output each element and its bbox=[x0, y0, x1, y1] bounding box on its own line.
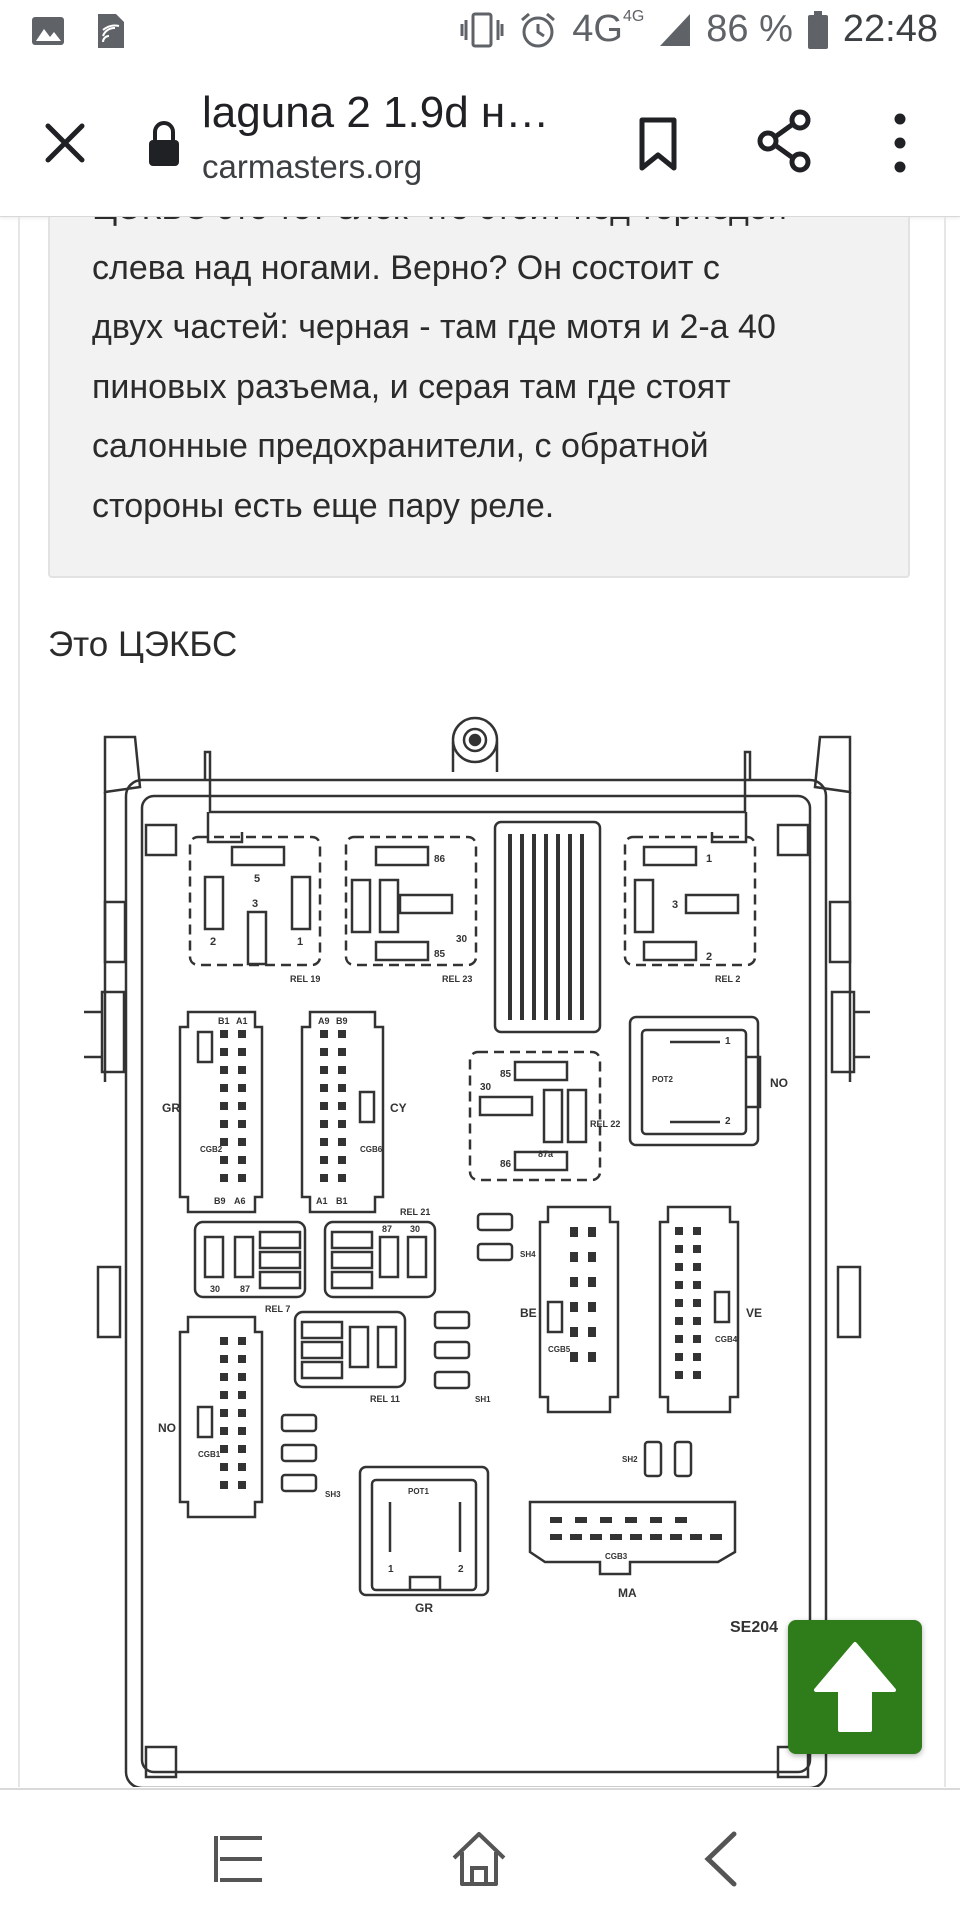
fuse-box-diagram: 5 2 3 1 REL 19 86 85 30 REL 23 1 2 3 REL… bbox=[84, 716, 870, 1787]
rel23-label: REL 23 bbox=[442, 974, 472, 984]
rel2-pin3: 3 bbox=[672, 899, 678, 911]
close-icon[interactable] bbox=[30, 108, 100, 178]
share-icon[interactable] bbox=[754, 106, 816, 176]
sh4-label: SH4 bbox=[520, 1250, 536, 1259]
post-frame bbox=[18, 217, 946, 1787]
quote-text: ЦЭКБС это тот блок что стоит под торпедо… bbox=[92, 217, 787, 525]
back-icon[interactable] bbox=[690, 1826, 756, 1892]
rel22-pin87a: 87a bbox=[538, 1149, 554, 1159]
reply-caption: Это ЦЭКБС bbox=[48, 625, 238, 664]
cgb5-name: CGB5 bbox=[548, 1345, 571, 1354]
cgb2-b1-label: B1 bbox=[218, 1016, 230, 1026]
cgb6-cy-label: CY bbox=[390, 1101, 407, 1115]
cgb1-name: CGB1 bbox=[198, 1450, 221, 1459]
cgb6-a9-label: A9 bbox=[318, 1016, 330, 1026]
cgb2-gr-label: GR bbox=[162, 1101, 180, 1115]
page-domain[interactable]: carmasters.org bbox=[202, 148, 423, 185]
rel19-pin5: 5 bbox=[254, 873, 260, 885]
home-icon[interactable] bbox=[446, 1826, 512, 1892]
browser-toolbar: laguna 2 1.9d н… carmasters.org bbox=[0, 66, 960, 217]
cgb6-b9-label: B9 bbox=[336, 1016, 348, 1026]
rel19-pin2: 2 bbox=[210, 936, 216, 948]
scroll-top-button[interactable] bbox=[788, 1620, 922, 1754]
arrow-up-icon bbox=[814, 1642, 896, 1732]
rel22-pin30: 30 bbox=[480, 1082, 492, 1093]
cgb3-ma-label: MA bbox=[618, 1586, 637, 1600]
cgb3-name: CGB3 bbox=[605, 1552, 628, 1561]
rel2-label: REL 2 bbox=[715, 974, 740, 984]
cgb1-no-label: NO bbox=[158, 1421, 176, 1435]
rel22-pin86: 86 bbox=[500, 1159, 512, 1170]
page-content: ЦЭКБС это тот блок что стоит под торпедо… bbox=[0, 217, 960, 1787]
pot1-pin2: 2 bbox=[458, 1564, 464, 1575]
rel7-label: REL 7 bbox=[265, 1304, 290, 1314]
cgb6-name: CGB6 bbox=[360, 1145, 383, 1154]
cgb2-a1-label: A1 bbox=[236, 1016, 248, 1026]
rel11-label: REL 11 bbox=[370, 1394, 400, 1404]
rel23-pin86: 86 bbox=[434, 854, 446, 865]
rel23-pin85: 85 bbox=[434, 949, 446, 960]
rel19-pin3: 3 bbox=[252, 898, 258, 910]
sh3-label: SH3 bbox=[325, 1490, 341, 1499]
pot1-pin1: 1 bbox=[388, 1564, 394, 1575]
cgb6-b1-label: B1 bbox=[336, 1196, 348, 1206]
network-type: 4G4G bbox=[572, 8, 645, 50]
vibrate-icon bbox=[460, 12, 504, 47]
rel7-pin87: 87 bbox=[240, 1284, 250, 1294]
cgb4-name: CGB4 bbox=[715, 1335, 738, 1344]
rel21-pin87: 87 bbox=[382, 1224, 392, 1234]
rel21-pin30: 30 bbox=[410, 1224, 420, 1234]
cgb2-name: CGB2 bbox=[200, 1145, 223, 1154]
bookmark-icon[interactable] bbox=[630, 108, 686, 178]
status-bar: 4G4G 86 % 22:48 bbox=[0, 0, 960, 66]
sh2-label: SH2 bbox=[622, 1455, 638, 1464]
recent-apps-icon[interactable] bbox=[208, 1826, 274, 1892]
diagram-code: SE204 bbox=[730, 1619, 778, 1636]
battery-percent: 86 % bbox=[706, 8, 793, 50]
rel19-label: REL 19 bbox=[290, 974, 320, 984]
pot1-gr-label: GR bbox=[415, 1601, 433, 1615]
battery-icon bbox=[807, 10, 828, 49]
signal-icon bbox=[660, 13, 691, 46]
pot2-pin2: 2 bbox=[725, 1116, 731, 1127]
cgb6-a1-label: A1 bbox=[316, 1196, 328, 1206]
page-title[interactable]: laguna 2 1.9d н… bbox=[202, 88, 550, 137]
rel7-pin30: 30 bbox=[210, 1284, 220, 1294]
file-icon bbox=[98, 14, 124, 48]
rel22-label: REL 22 bbox=[590, 1119, 620, 1129]
rel2-pin2: 2 bbox=[706, 951, 712, 963]
pot2-label: POT2 bbox=[652, 1075, 673, 1084]
cgb4-ve-label: VE bbox=[746, 1306, 762, 1320]
pot1-label: POT1 bbox=[408, 1487, 429, 1496]
rel22-pin85: 85 bbox=[500, 1069, 512, 1080]
cgb2-a6-label: A6 bbox=[234, 1196, 246, 1206]
cgb2-b9-label: B9 bbox=[214, 1196, 226, 1206]
pot2-pin1: 1 bbox=[725, 1036, 731, 1047]
image-icon bbox=[32, 17, 64, 45]
pot2-no-label: NO bbox=[770, 1076, 788, 1090]
rel23-pin30: 30 bbox=[456, 934, 468, 945]
rel2-pin1: 1 bbox=[706, 853, 712, 865]
sh1-label: SH1 bbox=[475, 1395, 491, 1404]
rel21-label: REL 21 bbox=[400, 1207, 430, 1217]
lock-icon bbox=[149, 121, 179, 166]
quoted-message: ЦЭКБС это тот блок что стоит под торпедо… bbox=[48, 217, 910, 578]
system-nav-bar bbox=[0, 1788, 960, 1922]
more-vert-icon[interactable] bbox=[880, 106, 920, 180]
rel19-pin1: 1 bbox=[297, 936, 303, 948]
alarm-icon bbox=[521, 12, 556, 47]
clock: 22:48 bbox=[842, 8, 938, 50]
cgb5-be-label: BE bbox=[520, 1306, 537, 1320]
